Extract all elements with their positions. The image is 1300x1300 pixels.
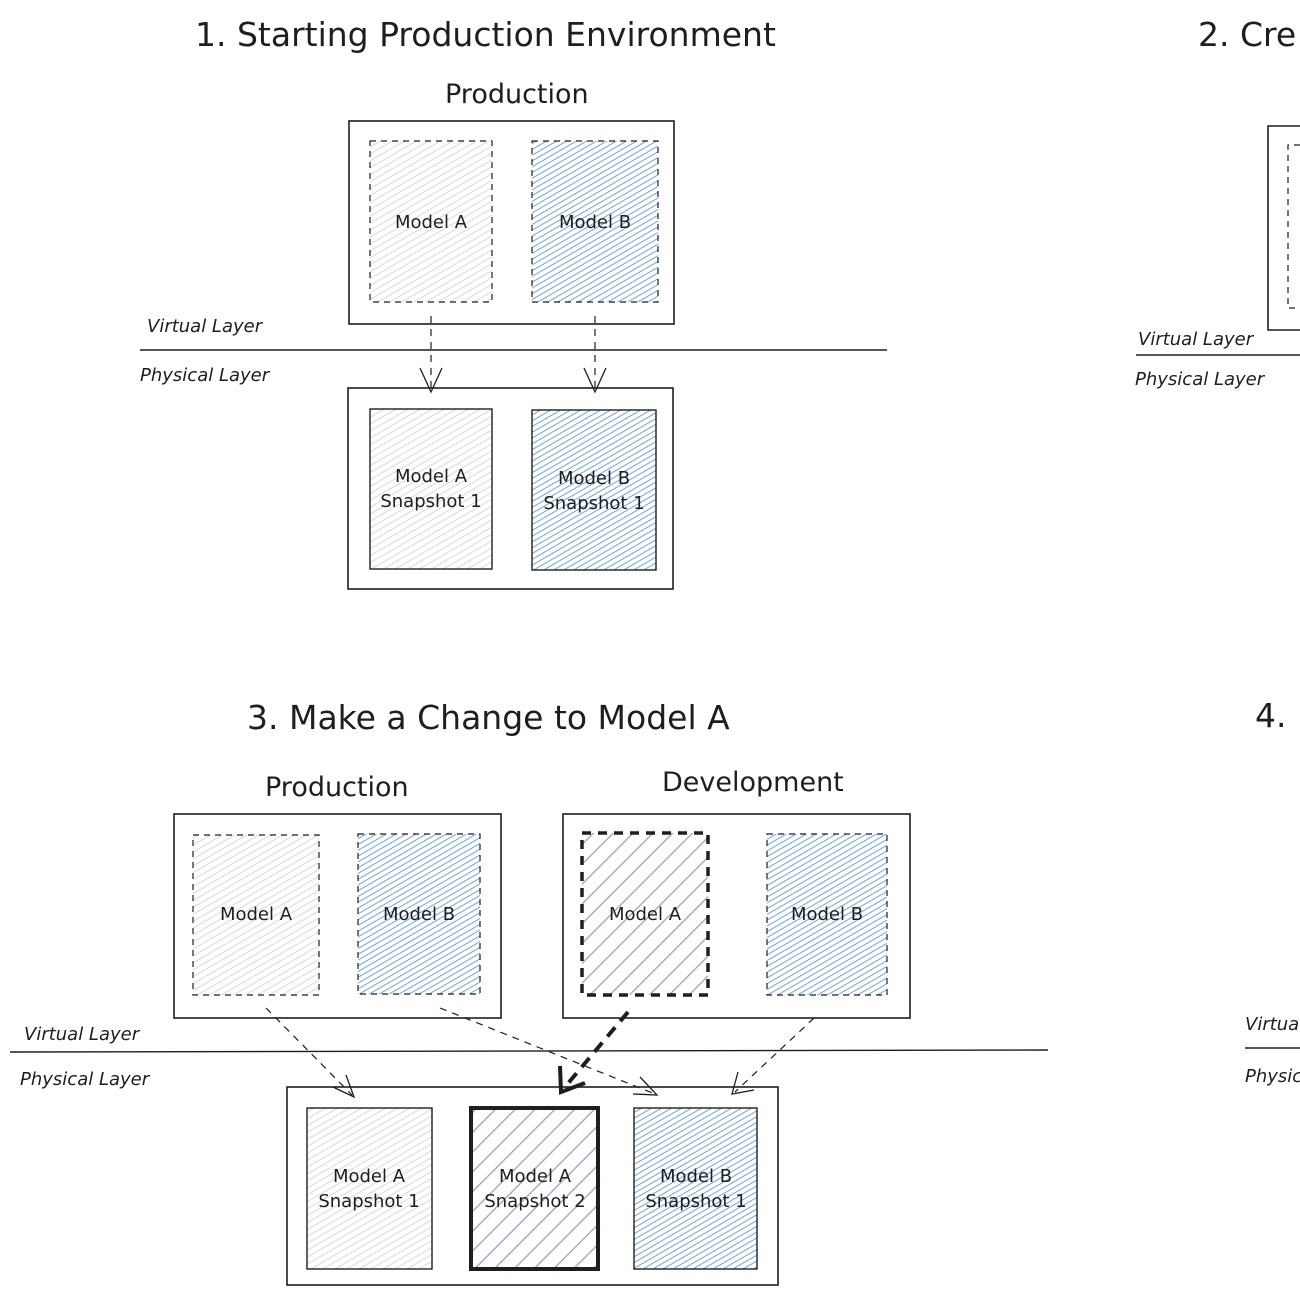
panel-4: 4. Virtua Physic: [1245, 696, 1300, 1087]
panel-3-dev-model-b-label: Model B: [791, 904, 863, 925]
panel-4-virtual-layer-label: Virtua: [1245, 1014, 1299, 1035]
panel-1-physical-b-line2: Snapshot 1: [543, 493, 644, 514]
panel-1-physical-model-a-snapshot-1: Model A Snapshot 1: [369, 408, 493, 570]
panel-3-dev-model-a-label: Model A: [609, 904, 682, 925]
panel-1-physical-a-line1: Model A: [395, 466, 468, 487]
panel-3-physical-a2-line2: Snapshot 2: [484, 1191, 585, 1212]
panel-2-title: 2. Cre: [1198, 15, 1296, 54]
panel-1-arrow-a: [419, 316, 443, 394]
panel-1: 1. Starting Production Environment Produ…: [140, 15, 887, 590]
panel-2-physical-layer-label: Physical Layer: [1135, 369, 1266, 390]
panel-1-production-frame: [348, 120, 675, 325]
panel-2-virtual-layer-label: Virtual Layer: [1138, 329, 1255, 350]
panel-3-title: 3. Make a Change to Model A: [247, 698, 730, 737]
panel-3-physical-a2-line1: Model A: [499, 1166, 572, 1187]
panel-3-physical-frame: [286, 1086, 779, 1286]
panel-3-physical-model-a-snapshot-2: Model A Snapshot 2: [469, 1106, 600, 1271]
panel-3-physical-a1-line2: Snapshot 1: [318, 1191, 419, 1212]
panel-1-physical-a-line2: Snapshot 1: [380, 491, 481, 512]
panel-3-virtual-layer-label: Virtual Layer: [24, 1024, 141, 1045]
panel-3-arrow-dev-b: [731, 1017, 815, 1095]
panel-3-physical-model-b-snapshot-1: Model B Snapshot 1: [633, 1107, 758, 1270]
panel-1-virtual-model-a: Model A: [369, 140, 493, 303]
panel-3-prod-model-b: Model B: [357, 833, 481, 995]
panel-3-dev-model-a: Model A: [580, 831, 710, 997]
panel-3-development-label: Development: [662, 767, 844, 798]
panel-3-dev-model-b: Model B: [766, 833, 888, 996]
panel-1-virtual-model-b: Model B: [531, 140, 659, 303]
panel-1-virtual-model-a-label: Model A: [395, 212, 468, 233]
panel-3-production-label: Production: [265, 772, 409, 803]
panel-3-prod-model-b-label: Model B: [383, 904, 455, 925]
panel-3-physical-b1-line1: Model B: [660, 1166, 732, 1187]
panel-1-physical-model-b-snapshot-1: Model B Snapshot 1: [531, 409, 657, 571]
panel-2-frame: [1267, 125, 1300, 331]
panel-3-physical-b1-line2: Snapshot 1: [645, 1191, 746, 1212]
panel-3-arrow-dev-a: [558, 1010, 630, 1095]
panel-2: 2. Cre Virtual Layer Physical Layer: [1135, 15, 1300, 390]
panel-1-physical-layer-label: Physical Layer: [140, 365, 271, 386]
panel-3-prod-model-a-label: Model A: [220, 904, 293, 925]
panel-4-title: 4.: [1255, 696, 1287, 735]
panel-3-arrow-prod-a: [265, 1007, 356, 1099]
panel-1-physical-b-line1: Model B: [558, 468, 630, 489]
panel-3-physical-a1-line1: Model A: [333, 1166, 406, 1187]
panel-3-arrow-prod-b: [439, 1007, 659, 1096]
panel-1-virtual-model-b-label: Model B: [559, 212, 631, 233]
panel-1-physical-frame: [347, 387, 674, 590]
panel-3: 3. Make a Change to Model A Production D…: [9, 698, 1049, 1286]
panel-4-physical-layer-label: Physic: [1245, 1066, 1300, 1087]
panel-3-layer-divider: [9, 1049, 1049, 1053]
panel-3-prod-model-a: Model A: [192, 834, 320, 996]
panel-3-production-frame: [173, 813, 502, 1019]
panel-1-arrow-b: [583, 316, 607, 394]
panel-3-physical-model-a-snapshot-1: Model A Snapshot 1: [306, 1107, 433, 1270]
panel-3-physical-layer-label: Physical Layer: [20, 1069, 151, 1090]
panel-2-virtual-model: [1287, 144, 1300, 309]
panel-1-title: 1. Starting Production Environment: [195, 15, 776, 54]
panel-3-development-frame: [562, 813, 911, 1019]
panel-1-virtual-layer-label: Virtual Layer: [147, 316, 264, 337]
panel-1-production-label: Production: [445, 79, 589, 110]
